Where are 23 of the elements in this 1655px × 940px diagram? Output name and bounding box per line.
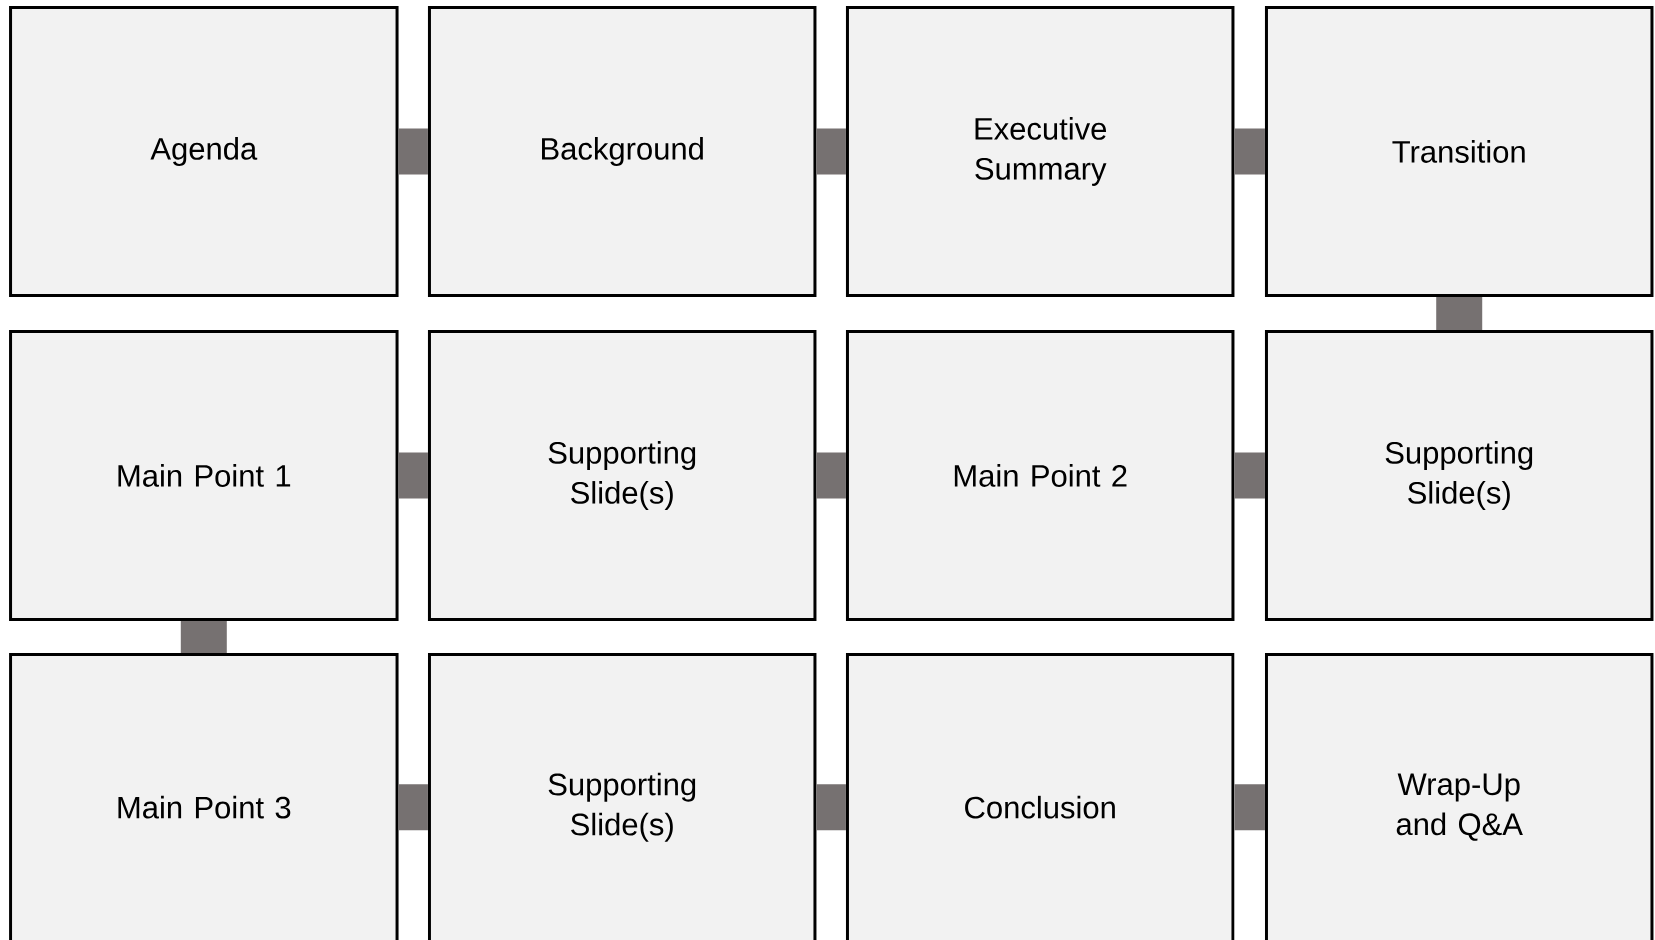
slide-box: Main Point 3: [9, 652, 399, 940]
slide-box: Supporting Slide(s): [1264, 330, 1654, 621]
connector-bar: [180, 621, 227, 653]
connector-bar: [398, 128, 428, 175]
connector-bar: [398, 452, 428, 499]
slide-box: Executive Summary: [845, 6, 1235, 297]
slide-box: Background: [427, 6, 817, 297]
connector-bar: [1234, 784, 1265, 831]
slide-box: Supporting Slide(s): [427, 330, 817, 621]
slide-box: Supporting Slide(s): [427, 652, 817, 940]
connector-bar: [1436, 297, 1483, 330]
slide-box: Transition: [1264, 6, 1654, 297]
connector-bar: [816, 128, 846, 175]
connector-bar: [1234, 128, 1265, 175]
connector-bar: [1234, 452, 1265, 499]
slide-box: Conclusion: [845, 652, 1235, 940]
slide-box: Main Point 1: [9, 330, 399, 621]
connector-bar: [816, 452, 846, 499]
slide-box: Agenda: [9, 6, 399, 297]
connector-bar: [398, 784, 428, 831]
connector-bar: [816, 784, 846, 831]
slide-box: Main Point 2: [845, 330, 1235, 621]
slide-box: Wrap-Up and Q&A: [1264, 652, 1654, 940]
